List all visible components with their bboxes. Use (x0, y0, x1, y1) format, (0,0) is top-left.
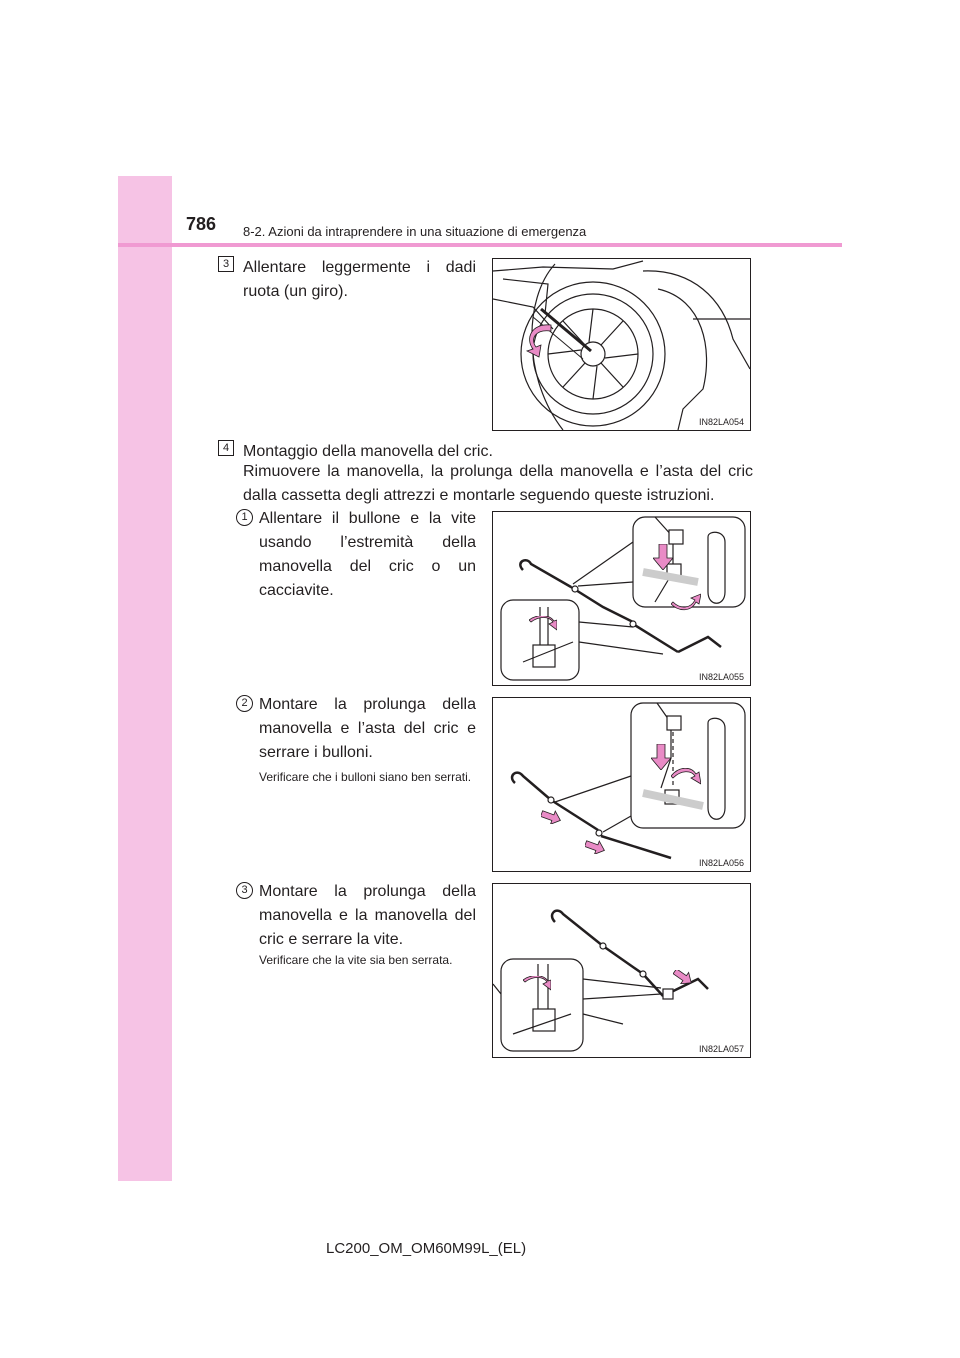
push-arrow-icon (585, 840, 605, 854)
figure-wheel-nuts: IN82LA054 (492, 258, 751, 431)
figure-fit-extension: IN82LA056 (492, 697, 751, 872)
rotate-arrow-icon (529, 616, 557, 631)
push-arrow-icon (673, 970, 692, 984)
step-4-title: Montaggio della manovella del cric. (243, 443, 493, 460)
rotate-arrow-icon (671, 593, 701, 611)
figure-code: IN82LA057 (698, 1044, 744, 1054)
substep-3-text: Montare la prolunga della manovella e la… (259, 883, 476, 948)
step-number-4: 4 (218, 440, 234, 456)
substep-3-note: Verificare che la vite sia ben serrata. (259, 953, 453, 967)
document-code: LC200_OM_OM60M99L_(EL) (326, 1240, 527, 1257)
substep-number-3: 3 (236, 882, 253, 899)
rotate-arrow-icon (523, 976, 551, 991)
step-number-3: 3 (218, 256, 234, 272)
substep-2-text: Montare la prolunga della manovella e l’… (259, 696, 476, 761)
substep-2-note: Verificare che i bulloni siano ben serra… (259, 770, 472, 784)
step-3-text: Allentare leggermente i dadi ruota (un g… (243, 259, 476, 300)
header-rule (118, 243, 842, 247)
substep-1-text: Allentare il bullone e la vite usando l’… (259, 510, 476, 599)
substep-number-2: 2 (236, 695, 253, 712)
rotate-arrow-icon (525, 324, 552, 358)
rotate-arrow-icon (671, 768, 701, 785)
figure-code: IN82LA054 (698, 417, 744, 427)
figure-loosen-bolt: IN82LA055 (492, 511, 751, 686)
push-arrow-icon (541, 810, 561, 824)
page-number: 786 (186, 214, 217, 234)
step-4-text: Rimuovere la manovella, la prolunga dell… (243, 463, 753, 504)
figure-code: IN82LA055 (698, 672, 744, 682)
push-arrow-icon (651, 744, 671, 770)
side-tab-band (118, 176, 172, 1181)
push-arrow-icon (653, 544, 673, 570)
substep-number-1: 1 (236, 509, 253, 526)
figure-fit-jack-handle: IN82LA057 (492, 883, 751, 1058)
figure-code: IN82LA056 (698, 858, 744, 868)
section-title: 8-2. Azioni da intraprendere in una situ… (243, 224, 587, 239)
